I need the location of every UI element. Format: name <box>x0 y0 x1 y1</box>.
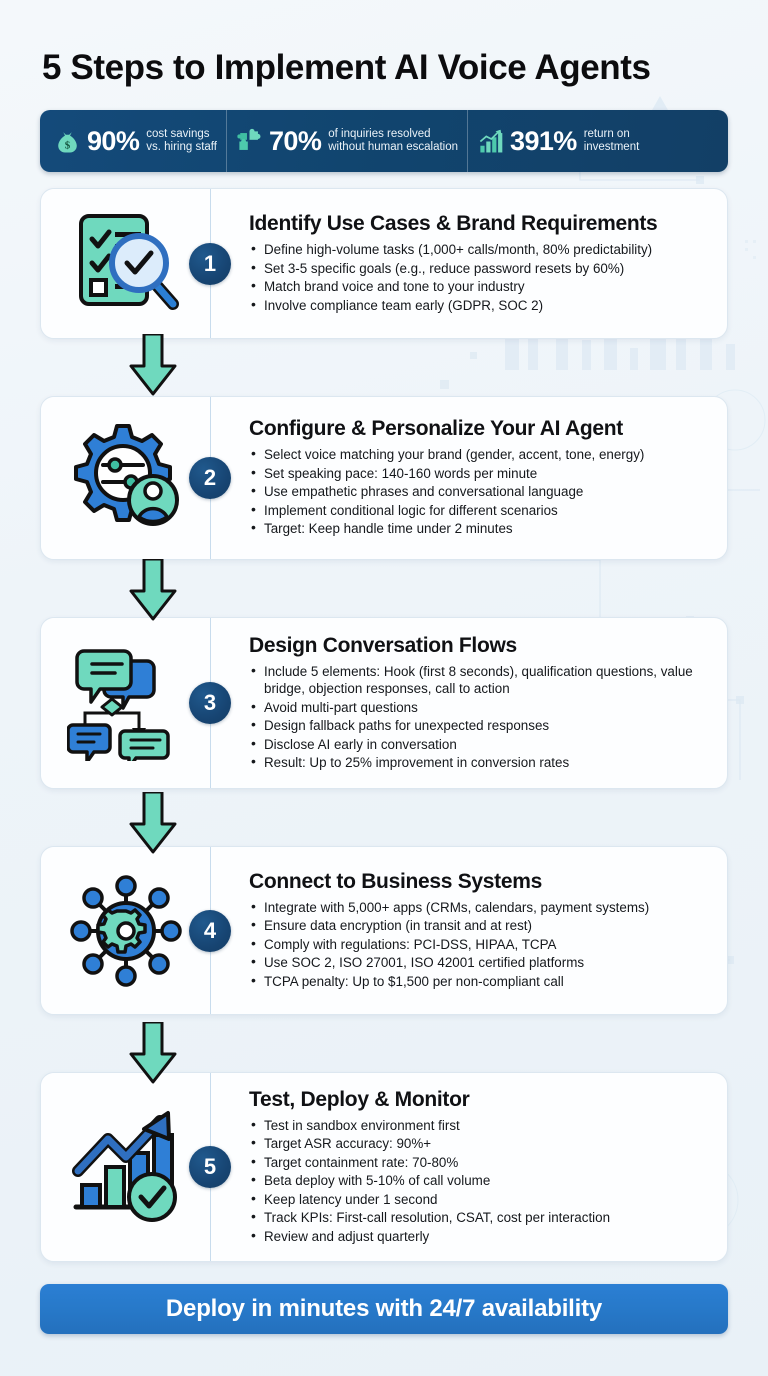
stat-label: cost savings vs. hiring staff <box>146 128 217 154</box>
step-card: 5 Test, Deploy & Monitor Test in sandbox… <box>40 1072 728 1262</box>
step-bullet-list: Define high-volume tasks (1,000+ calls/m… <box>249 240 711 315</box>
step-icon-container: 1 <box>41 189 231 338</box>
stat-item: $ 90% cost savings vs. hiring staff <box>40 110 226 172</box>
step-title: Configure & Personalize Your AI Agent <box>249 417 623 441</box>
cta-text: Deploy in minutes with 24/7 availability <box>165 1295 603 1322</box>
step-number-badge: 3 <box>189 682 231 724</box>
step-bullet-list: Select voice matching your brand (gender… <box>249 445 711 539</box>
stat-label-line2: vs. hiring staff <box>146 141 217 153</box>
checklist-magnifier-icon <box>78 213 179 310</box>
step-bullet: Select voice matching your brand (gender… <box>249 445 711 464</box>
integration-hub-icon <box>69 874 182 987</box>
step-card: 2 Configure & Personalize Your AI Agent … <box>40 396 728 560</box>
stat-label-line1: of inquiries resolved <box>328 128 431 140</box>
stat-value: 90% <box>87 125 140 156</box>
step-bullet: Review and adjust quarterly <box>249 1227 711 1246</box>
down-arrow-icon <box>129 559 177 621</box>
cta-banner[interactable]: Deploy in minutes with 24/7 availability <box>40 1284 728 1334</box>
step-content: Configure & Personalize Your AI Agent Se… <box>211 397 727 559</box>
step-content: Identify Use Cases & Brand Requirements … <box>211 189 727 338</box>
step-title: Test, Deploy & Monitor <box>249 1087 470 1111</box>
step-bullet: TCPA penalty: Up to $1,500 per non-compl… <box>249 972 711 991</box>
step-bullet: Test in sandbox environment first <box>249 1116 711 1135</box>
puzzle-pieces-icon <box>237 128 261 150</box>
step-bullet: Set speaking pace: 140-160 words per min… <box>249 464 711 483</box>
step-bullet: Target containment rate: 70-80% <box>249 1153 711 1172</box>
stat-label: return on investment <box>584 128 640 154</box>
step-bullet: Disclose AI early in conversation <box>249 735 711 754</box>
stat-label-line2: investment <box>583 141 640 153</box>
step-bullet-list: Include 5 elements: Hook (first 8 second… <box>249 662 711 773</box>
stat-value: 391% <box>510 125 577 156</box>
step-bullet: Target ASR accuracy: 90%+ <box>249 1134 711 1153</box>
step-bullet: Avoid multi-part questions <box>249 698 711 717</box>
step-bullet: Use SOC 2, ISO 27001, ISO 42001 certifie… <box>249 953 711 972</box>
growth-bar-chart-icon <box>479 129 503 152</box>
stat-label-line1: cost savings <box>146 128 210 140</box>
step-bullet: Comply with regulations: PCI-DSS, HIPAA,… <box>249 935 711 954</box>
step-icon-container: 2 <box>41 397 231 559</box>
step-bullet: Ensure data encryption (in transit and a… <box>249 916 711 935</box>
step-bullet: Define high-volume tasks (1,000+ calls/m… <box>249 240 711 259</box>
step-bullet: Beta deploy with 5-10% of call volume <box>249 1171 711 1190</box>
svg-text:$: $ <box>65 139 71 151</box>
down-arrow-icon <box>129 792 177 854</box>
step-bullet: Involve compliance team early (GDPR, SOC… <box>249 296 711 315</box>
step-card: 3 Design Conversation Flows Include 5 el… <box>40 617 728 789</box>
flow-arrow-2-3 <box>125 559 181 621</box>
step-card: 4 Connect to Business Systems Integrate … <box>40 846 728 1015</box>
flow-arrow-1-2 <box>125 334 181 396</box>
step-bullet: Include 5 elements: Hook (first 8 second… <box>249 662 711 698</box>
step-bullet: Track KPIs: First-call resolution, CSAT,… <box>249 1208 711 1227</box>
step-number-badge: 1 <box>189 242 231 285</box>
step-bullet: Design fallback paths for unexpected res… <box>249 716 711 735</box>
step-icon-container: 4 <box>41 847 231 1014</box>
stat-value: 70% <box>269 125 322 156</box>
gear-sliders-user-icon <box>73 424 179 526</box>
step-title: Identify Use Cases & Brand Requirements <box>249 212 658 235</box>
step-number-badge: 4 <box>189 909 231 952</box>
stat-item: 70% of inquiries resolved without human … <box>226 110 467 172</box>
step-bullet-list: Integrate with 5,000+ apps (CRMs, calend… <box>249 898 711 992</box>
conversation-flow-icon <box>66 649 170 761</box>
stat-label: of inquiries resolved without human esca… <box>328 128 458 154</box>
step-bullet: Match brand voice and tone to your indus… <box>249 277 711 296</box>
stat-item: 391% return on investment <box>467 110 648 172</box>
step-number-badge: 2 <box>189 457 231 499</box>
step-bullet: Implement conditional logic for differen… <box>249 501 711 520</box>
money-bag-icon: $ <box>58 131 77 152</box>
stat-label-line2: without human escalation <box>328 141 459 153</box>
step-content: Connect to Business Systems Integrate wi… <box>211 847 727 1014</box>
step-bullet: Target: Keep handle time under 2 minutes <box>249 519 711 538</box>
growth-chart-check-icon <box>71 1111 177 1222</box>
step-title: Design Conversation Flows <box>249 633 517 657</box>
page-title: 5 Steps to Implement AI Voice Agents <box>42 48 651 87</box>
steps-list: 1 Identify Use Cases & Brand Requirement… <box>40 188 728 1262</box>
step-number-badge: 5 <box>189 1146 231 1188</box>
step-bullet: Integrate with 5,000+ apps (CRMs, calend… <box>249 898 711 917</box>
step-content: Design Conversation Flows Include 5 elem… <box>211 618 727 788</box>
step-bullet-list: Test in sandbox environment first Target… <box>249 1116 711 1247</box>
step-icon-container: 3 <box>41 618 231 788</box>
step-title: Connect to Business Systems <box>249 869 542 893</box>
step-bullet: Set 3-5 specific goals (e.g., reduce pas… <box>249 259 711 278</box>
step-icon-container: 5 <box>41 1073 231 1261</box>
step-content: Test, Deploy & Monitor Test in sandbox e… <box>211 1073 727 1261</box>
stat-label-line1: return on <box>583 128 630 140</box>
step-bullet: Result: Up to 25% improvement in convers… <box>249 753 711 772</box>
stats-banner: $ 90% cost savings vs. hiring staff 70% … <box>40 110 728 172</box>
step-bullet: Use empathetic phrases and conversationa… <box>249 482 711 501</box>
step-bullet: Keep latency under 1 second <box>249 1190 711 1209</box>
flow-arrow-3-4 <box>125 792 181 854</box>
down-arrow-icon <box>129 334 177 396</box>
step-card: 1 Identify Use Cases & Brand Requirement… <box>40 188 728 339</box>
